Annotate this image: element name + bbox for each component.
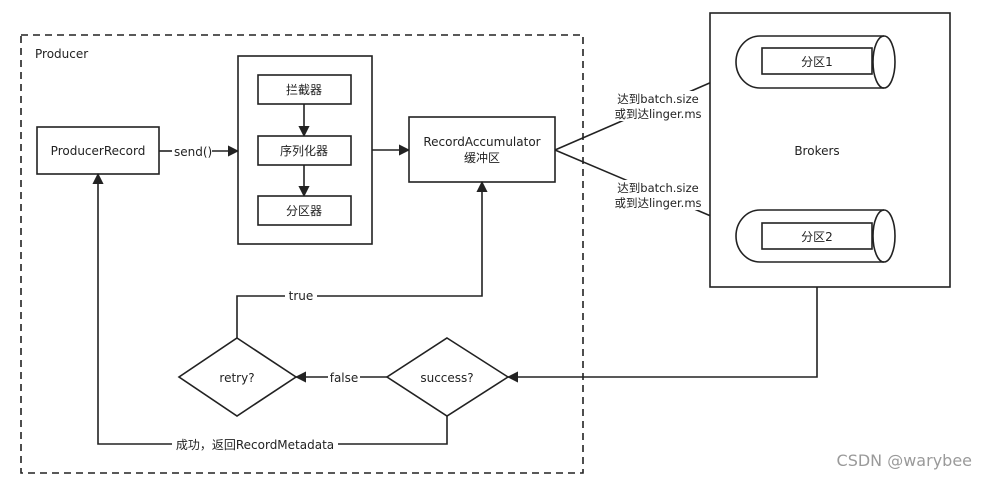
- producer-frame: [20, 34, 584, 474]
- partition2-label: 分区2: [801, 230, 833, 244]
- watermark: CSDN @warybee: [837, 451, 972, 470]
- condition-top-line1: 达到batch.size: [617, 92, 698, 106]
- partition1-box: [761, 47, 873, 75]
- serializer-label: 序列化器: [280, 143, 328, 158]
- producer-title: Producer: [35, 47, 88, 61]
- condition-bottom-line2: 或到达linger.ms: [614, 196, 701, 210]
- true-arrow: [236, 180, 488, 338]
- partition1-cylinder-cap: [872, 35, 896, 89]
- accumulator-box: [408, 116, 556, 183]
- condition-top-bg: [608, 91, 708, 121]
- true-label-bg: [285, 288, 317, 304]
- partition1-label: 分区1: [801, 55, 833, 69]
- retry-diamond: [177, 337, 298, 417]
- partition2-cylinder: 分区2: [735, 209, 896, 263]
- condition-bottom-bg: [608, 180, 708, 210]
- accumulator-label-line2: 缓冲区: [464, 150, 500, 165]
- partition2-box: [761, 222, 873, 250]
- partition2-cylinder-cap: [872, 209, 896, 263]
- retry-label: retry?: [219, 371, 254, 385]
- true-label: true: [289, 289, 314, 303]
- false-label: false: [330, 371, 359, 385]
- condition-bottom-line1: 达到batch.size: [617, 181, 698, 195]
- condition-top-line2: 或到达linger.ms: [614, 107, 701, 121]
- partition1-cylinder: 分区1: [735, 35, 896, 89]
- brokers-title: Brokers: [794, 144, 839, 158]
- accumulator-label-line1: RecordAccumulator: [423, 135, 540, 149]
- return-label: 成功，返回RecordMetadata: [176, 438, 334, 452]
- return-label-bg: [172, 436, 338, 452]
- partition2-cylinder-body: [735, 209, 884, 263]
- interceptor-box: [257, 74, 352, 105]
- producer-record-label: ProducerRecord: [51, 144, 146, 158]
- partitioner-box: [257, 195, 352, 226]
- interceptor-label: 拦截器: [286, 83, 322, 97]
- success-label: success?: [420, 371, 473, 385]
- partitioner-label: 分区器: [286, 204, 322, 218]
- send-label: send(): [174, 145, 212, 159]
- arrow-brokers-to-success: [506, 287, 818, 383]
- partition1-cylinder-body: [735, 35, 884, 89]
